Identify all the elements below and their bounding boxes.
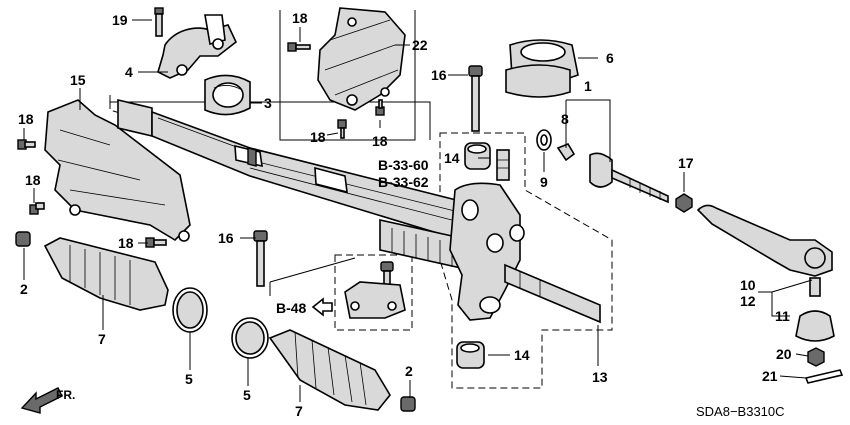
callout-14-lower: 14 xyxy=(514,347,530,363)
heat-shield-upper xyxy=(317,7,406,111)
diagram-code: SDA8−B3310C xyxy=(696,404,785,419)
direction-label: FR. xyxy=(56,388,75,402)
mount-cushion xyxy=(505,39,579,98)
callout-7-left: 7 xyxy=(98,331,106,347)
ref-b-33-60: B-33-60 xyxy=(378,157,429,173)
callout-17: 17 xyxy=(678,155,694,171)
rack-assembly xyxy=(117,98,601,324)
callout-13: 13 xyxy=(592,369,608,385)
flange-bolts xyxy=(17,42,385,248)
ref-b-33-62: B-33-62 xyxy=(378,174,429,190)
callout-11: 11 xyxy=(775,308,790,324)
front-direction-arrow: FR. xyxy=(20,387,75,414)
callout-16-lower: 16 xyxy=(218,230,234,246)
leader-lines xyxy=(23,19,813,402)
callout-1: 1 xyxy=(584,78,592,94)
callout-22: 22 xyxy=(412,37,428,53)
callout-14-upper: 14 xyxy=(444,150,460,166)
callout-12: 12 xyxy=(740,293,756,309)
callout-4: 4 xyxy=(125,64,133,80)
mount-bracket-upper xyxy=(154,7,237,79)
tie-rod-assembly xyxy=(536,129,693,213)
callout-2-left: 2 xyxy=(20,281,28,297)
callout-20: 20 xyxy=(776,346,792,362)
callout-18-shield-right: 18 xyxy=(372,133,388,149)
callout-18-boot: 18 xyxy=(118,235,134,251)
boot-clamps xyxy=(15,231,416,412)
callout-16-upper: 16 xyxy=(431,67,447,83)
callout-9: 9 xyxy=(540,174,548,190)
tie-rod-end xyxy=(696,204,844,384)
group-frames xyxy=(109,10,613,389)
mount-bracket-lower xyxy=(311,281,406,319)
callout-7-right: 7 xyxy=(295,403,303,419)
callout-3: 3 xyxy=(264,95,272,111)
callout-10: 10 xyxy=(740,277,756,293)
callout-labels: 19 4 3 18 22 18 18 16 6 1 8 15 18 18 B-3… xyxy=(18,10,792,419)
callout-19: 19 xyxy=(112,12,128,28)
heat-shield-left xyxy=(44,99,191,242)
callout-6: 6 xyxy=(606,50,614,66)
mount-bushing xyxy=(204,74,251,116)
callout-5-right: 5 xyxy=(243,387,251,403)
callout-5-left: 5 xyxy=(185,371,193,387)
callout-18-left-lower: 18 xyxy=(25,172,41,188)
callout-2-right: 2 xyxy=(405,363,413,379)
callout-15: 15 xyxy=(70,72,86,88)
rack-bushings xyxy=(456,142,491,369)
callout-18-left-upper: 18 xyxy=(18,111,34,127)
dust-boots xyxy=(43,237,391,411)
callout-8: 8 xyxy=(561,111,569,127)
callout-18-shield-top: 18 xyxy=(292,10,308,26)
callout-21: 21 xyxy=(762,368,778,384)
ref-b-48: B-48 xyxy=(276,300,307,316)
callout-18-shield-left: 18 xyxy=(310,129,326,145)
